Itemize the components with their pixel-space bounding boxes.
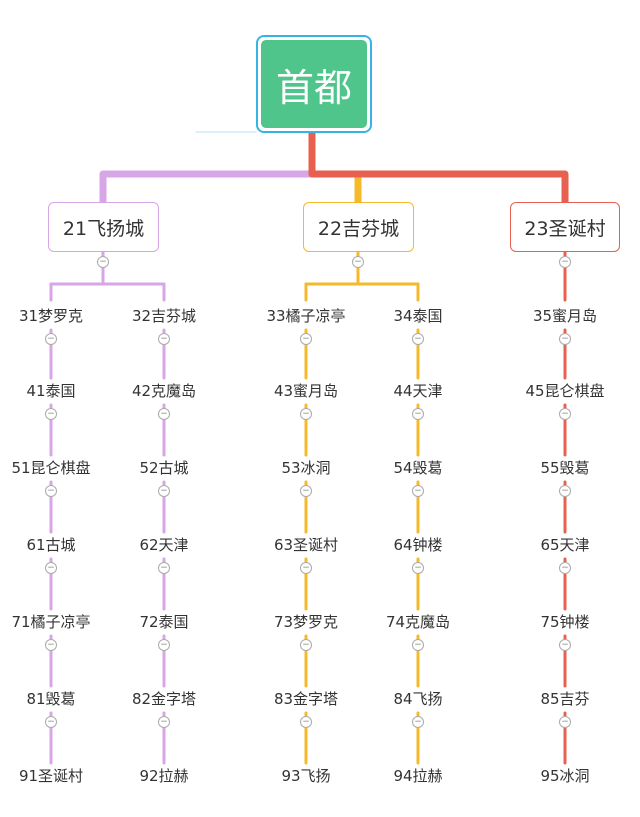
collapse-toggle-icon[interactable]: − xyxy=(352,256,364,268)
collapse-toggle-icon[interactable]: − xyxy=(559,639,571,651)
leaf-node[interactable]: 45昆仑棋盘 xyxy=(525,382,605,400)
collapse-toggle-icon[interactable]: − xyxy=(412,562,424,574)
leaf-node[interactable]: 33橘子凉亭 xyxy=(266,307,346,325)
root-node-label: 首都 xyxy=(261,40,367,128)
collapse-toggle-icon[interactable]: − xyxy=(559,716,571,728)
branch-connector xyxy=(99,170,312,202)
collapse-toggle-icon[interactable]: − xyxy=(300,485,312,497)
leaf-node[interactable]: 65天津 xyxy=(540,536,590,554)
collapse-toggle-icon[interactable]: − xyxy=(45,562,57,574)
collapse-toggle-icon[interactable]: − xyxy=(412,485,424,497)
collapse-toggle-icon[interactable]: − xyxy=(300,562,312,574)
collapse-toggle-icon[interactable]: − xyxy=(559,562,571,574)
collapse-toggle-icon[interactable]: − xyxy=(300,408,312,420)
collapse-toggle-icon[interactable]: − xyxy=(300,716,312,728)
leaf-node[interactable]: 93飞扬 xyxy=(281,767,331,785)
leaf-node[interactable]: 72泰国 xyxy=(139,613,189,631)
leaf-node[interactable]: 63圣诞村 xyxy=(273,536,339,554)
leaf-node[interactable]: 92拉赫 xyxy=(139,767,189,785)
leaf-node[interactable]: 71橘子凉亭 xyxy=(11,613,91,631)
collapse-toggle-icon[interactable]: − xyxy=(158,333,170,345)
leaf-node[interactable]: 55毁葛 xyxy=(540,459,590,477)
leaf-node[interactable]: 75钟楼 xyxy=(540,613,590,631)
collapse-toggle-icon[interactable]: − xyxy=(158,639,170,651)
leaf-node[interactable]: 41泰国 xyxy=(26,382,76,400)
collapse-toggle-icon[interactable]: − xyxy=(158,408,170,420)
leaf-node[interactable]: 83金字塔 xyxy=(273,690,339,708)
branch-node[interactable]: 22吉芬城 xyxy=(303,202,414,252)
collapse-toggle-icon[interactable]: − xyxy=(559,485,571,497)
leaf-node[interactable]: 51昆仑棋盘 xyxy=(11,459,91,477)
collapse-toggle-icon[interactable]: − xyxy=(45,639,57,651)
leaf-node[interactable]: 94拉赫 xyxy=(393,767,443,785)
collapse-toggle-icon[interactable]: − xyxy=(158,716,170,728)
collapse-toggle-icon[interactable]: − xyxy=(559,333,571,345)
leaf-node[interactable]: 43蜜月岛 xyxy=(273,382,339,400)
root-node[interactable]: 首都 xyxy=(256,35,372,133)
leaf-node[interactable]: 44天津 xyxy=(393,382,443,400)
branch-node[interactable]: 21飞扬城 xyxy=(48,202,159,252)
collapse-toggle-icon[interactable]: − xyxy=(559,408,571,420)
collapse-toggle-icon[interactable]: − xyxy=(412,639,424,651)
leaf-node[interactable]: 61古城 xyxy=(26,536,76,554)
leaf-node[interactable]: 31梦罗克 xyxy=(18,307,84,325)
collapse-toggle-icon[interactable]: − xyxy=(412,716,424,728)
leaf-node[interactable]: 81毁葛 xyxy=(26,690,76,708)
leaf-node[interactable]: 35蜜月岛 xyxy=(532,307,598,325)
collapse-toggle-icon[interactable]: − xyxy=(300,639,312,651)
leaf-node[interactable]: 84飞扬 xyxy=(393,690,443,708)
collapse-toggle-icon[interactable]: − xyxy=(45,408,57,420)
leaf-node[interactable]: 91圣诞村 xyxy=(18,767,84,785)
collapse-toggle-icon[interactable]: − xyxy=(412,333,424,345)
leaf-node[interactable]: 85吉芬 xyxy=(540,690,590,708)
leaf-node[interactable]: 53冰洞 xyxy=(281,459,331,477)
leaf-node[interactable]: 64钟楼 xyxy=(393,536,443,554)
branch-connector xyxy=(308,132,569,202)
leaf-node[interactable]: 82金字塔 xyxy=(131,690,197,708)
collapse-toggle-icon[interactable]: − xyxy=(158,562,170,574)
leaf-node[interactable]: 54毁葛 xyxy=(393,459,443,477)
leaf-node[interactable]: 52古城 xyxy=(139,459,189,477)
collapse-toggle-icon[interactable]: − xyxy=(300,333,312,345)
branch-node[interactable]: 23圣诞村 xyxy=(510,202,620,252)
leaf-node[interactable]: 32吉芬城 xyxy=(131,307,197,325)
collapse-toggle-icon[interactable]: − xyxy=(559,256,571,268)
collapse-toggle-icon[interactable]: − xyxy=(45,333,57,345)
collapse-toggle-icon[interactable]: − xyxy=(45,716,57,728)
leaf-node[interactable]: 74克魔岛 xyxy=(385,613,451,631)
leaf-node[interactable]: 34泰国 xyxy=(393,307,443,325)
leaf-node[interactable]: 73梦罗克 xyxy=(273,613,339,631)
collapse-toggle-icon[interactable]: − xyxy=(158,485,170,497)
leaf-node[interactable]: 62天津 xyxy=(139,536,189,554)
collapse-toggle-icon[interactable]: − xyxy=(45,485,57,497)
leaf-node[interactable]: 95冰洞 xyxy=(540,767,590,785)
leaf-node[interactable]: 42克魔岛 xyxy=(131,382,197,400)
collapse-toggle-icon[interactable]: − xyxy=(412,408,424,420)
collapse-toggle-icon[interactable]: − xyxy=(97,256,109,268)
